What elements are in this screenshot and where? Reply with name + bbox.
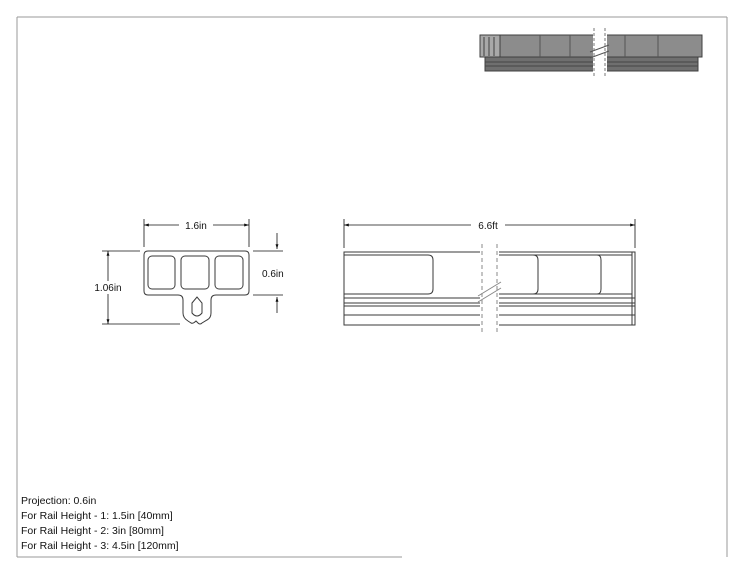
note-rail-height-2: For Rail Height - 2: 3in [80mm] <box>21 525 164 537</box>
note-rail-height-1: For Rail Height - 1: 1.5in [40mm] <box>21 510 173 522</box>
profile-side-view <box>343 244 636 332</box>
height-dimension-label: 1.06in <box>94 283 121 294</box>
drawing-notes: Projection: 0.6in For Rail Height - 1: 1… <box>21 494 179 554</box>
length-dimension-label: 6.6ft <box>478 221 498 232</box>
height-dimension <box>90 250 180 325</box>
note-rail-height-3: For Rail Height - 3: 4.5in [120mm] <box>21 540 179 552</box>
length-dimension <box>343 219 636 248</box>
sheet-border <box>16 16 728 558</box>
inner-height-dimension-label: 0.6in <box>262 269 284 280</box>
width-dimension <box>143 219 250 247</box>
note-projection: Projection: 0.6in <box>21 495 97 507</box>
isometric-view <box>479 28 703 78</box>
inner-height-dimension <box>253 233 283 313</box>
width-dimension-label: 1.6in <box>185 221 207 232</box>
profile-section-view <box>143 250 250 325</box>
